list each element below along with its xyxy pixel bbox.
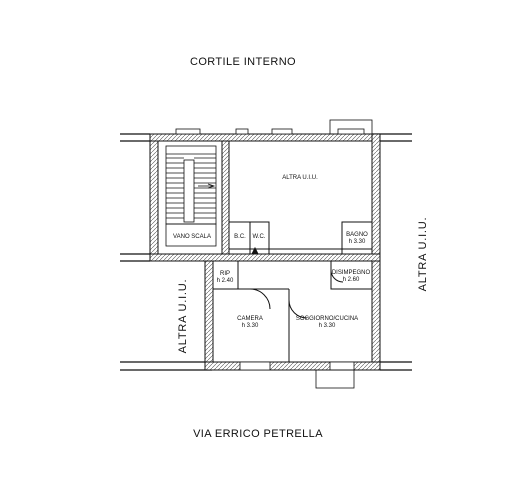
room-camera-name: CAMERA <box>237 316 263 322</box>
boundary-walls <box>120 133 412 371</box>
room-camera-height: h 3.30 <box>242 323 259 329</box>
partitions <box>212 140 373 362</box>
room-soggiorno-height: h 3.30 <box>319 323 336 329</box>
room-vano-scala-name: VANO SCALA <box>173 234 211 240</box>
room-disimpegno-name: DISIMPEGNO <box>332 270 371 276</box>
room-bc-name: B.C. <box>234 234 246 240</box>
room-bagno-name: BAGNO <box>346 232 368 238</box>
bottom-label: VIA ERRICO PETRELLA <box>193 428 323 440</box>
top-windows <box>175 119 373 135</box>
room-bagno-height: h 3.30 <box>349 239 366 245</box>
top-label: CORTILE INTERNO <box>190 56 296 68</box>
room-altra-uiu-name: ALTRA U.I.U. <box>282 175 318 181</box>
room-rip-name: RIP <box>220 271 230 277</box>
room-soggiorno-name: SOGGIORNO/CUCINA <box>296 316 358 322</box>
room-wc-name: W.C. <box>253 234 266 240</box>
left-label: ALTRA U.I.U. <box>177 279 189 354</box>
right-label: ALTRA U.I.U. <box>417 217 429 292</box>
room-labels: ALTRA U.I.U. VANO SCALA B.C. W.C. BAGNO … <box>173 175 370 329</box>
room-disimpegno-height: h 2.60 <box>343 277 360 283</box>
bottom-windows <box>239 361 355 389</box>
room-rip-height: h 2.40 <box>217 278 234 284</box>
staircase <box>165 145 217 247</box>
